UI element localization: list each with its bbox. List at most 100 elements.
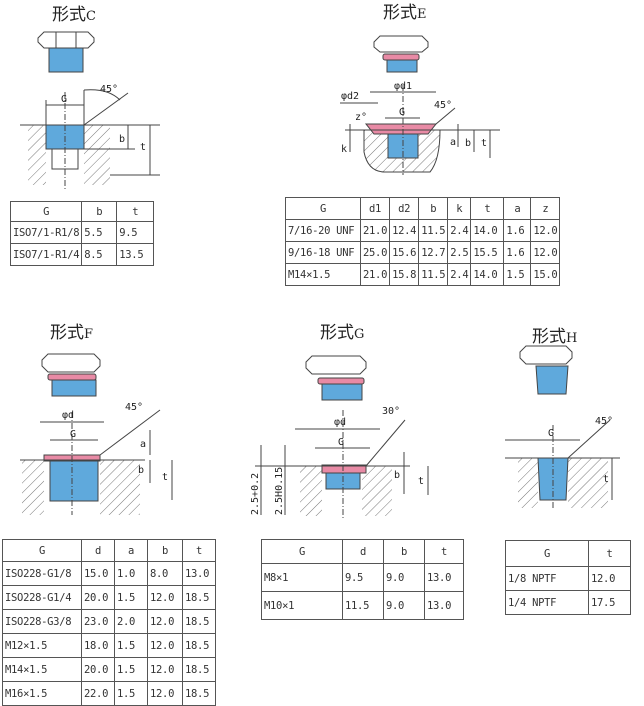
table-cell: 12.0 [147,681,183,706]
svg-text:G: G [61,94,67,105]
table-cell: 13.0 [182,561,216,586]
plug-f-icon [41,353,101,397]
table-cell: 11.5 [418,219,449,242]
svg-text:45°: 45° [125,402,143,413]
table-cell: 12.0 [530,219,561,242]
table-cell: 15.0 [530,263,561,286]
table-cell: ISO7/1-R1/8 [9,221,83,244]
table-cell: b [418,197,449,220]
svg-text:G: G [338,437,344,448]
table-cell: t [182,539,216,562]
svg-text:k: k [341,144,347,155]
svg-text:30°: 30° [382,406,400,417]
table-cell: k [447,197,472,220]
table-cell: ISO228-G3/8 [2,609,82,634]
table-cell: 23.0 [81,609,115,634]
table-cell: M14×1.5 [2,657,82,682]
table-cell: 18.5 [182,633,216,658]
svg-text:G: G [70,429,76,440]
table-cell: 2.4 [447,219,472,242]
svg-text:t: t [162,472,168,483]
table-cell: 11.5 [418,263,449,286]
table-cell: 14.0 [470,263,505,286]
table-cell: b [81,201,118,222]
table-cell: 5.5 [81,221,118,244]
svg-text:a: a [450,137,456,148]
svg-text:45°: 45° [595,416,613,427]
table-cell: ISO228-G1/4 [2,585,82,610]
table-cell: t [588,540,631,567]
svg-text:G: G [399,107,405,118]
table-cell: 1.0 [114,561,148,586]
table-cell: t [116,201,155,222]
table-cell: M14×1.5 [285,263,361,286]
table-cell: 1/8 NPTF [505,566,589,591]
plug-h-icon [519,345,573,395]
svg-text:φd: φd [62,410,74,421]
table-cell: 1.5 [114,657,148,682]
table-cell: 18.5 [182,657,216,682]
table-cell: a [503,197,532,220]
table-cell: 17.5 [588,590,631,615]
table-cell: 1/4 NPTF [505,590,589,615]
svg-text:2.5H0.15: 2.5H0.15 [274,467,285,515]
table-cell: t [424,539,464,564]
table-cell: ISO228-G1/8 [2,561,82,586]
table-cell: 9.5 [342,563,384,592]
table-cell: 12.0 [147,633,183,658]
table-cell: 8.0 [147,561,183,586]
svg-text:φd: φd [334,417,346,428]
svg-text:φd1: φd1 [394,81,412,92]
table-cell: G [9,201,83,222]
svg-text:45°: 45° [100,84,118,95]
svg-text:z°: z° [355,112,367,123]
table-cell: 12.0 [530,241,561,264]
table-cell: d [342,539,384,564]
table-cell: 13.0 [424,563,464,592]
svg-text:45°: 45° [434,100,452,111]
table-cell: 12.0 [588,566,631,591]
plug-e-icon [373,35,429,73]
table-cell: M16×1.5 [2,681,82,706]
form-h-title: 形式H [532,327,578,347]
svg-text:φd2: φd2 [341,91,359,102]
table-cell: G [2,539,82,562]
table-cell: 25.0 [359,241,391,264]
table-cell: 18.0 [81,633,115,658]
svg-text:b: b [138,465,144,476]
table-cell: 20.0 [81,657,115,682]
table-cell: 9.0 [383,591,425,620]
table-cell: 13.5 [116,243,155,266]
table-cell: 13.0 [424,591,464,620]
svg-text:t: t [140,142,146,153]
table-cell: 1.5 [114,681,148,706]
plug-c-icon [37,31,95,73]
svg-text:G: G [548,428,554,439]
table-cell: d2 [389,197,420,220]
table-cell: 12.0 [147,609,183,634]
table-cell: 21.0 [359,219,391,242]
table-cell: 12.7 [418,241,449,264]
